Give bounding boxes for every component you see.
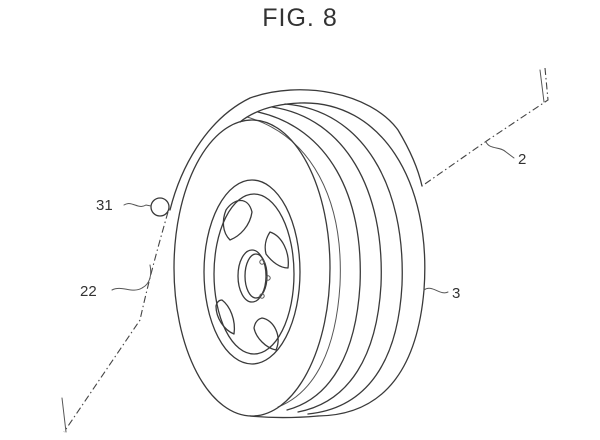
label-31: 31	[96, 197, 113, 214]
sensor-31	[150, 197, 170, 217]
wheel-rim	[203, 179, 301, 365]
label-22: 22	[80, 283, 97, 300]
label-3: 3	[452, 285, 460, 302]
tire	[173, 102, 426, 419]
fender-arch	[169, 89, 423, 211]
label-2: 2	[518, 151, 526, 168]
figure-title: FIG. 8	[262, 4, 338, 32]
vehicle-body	[61, 67, 549, 433]
reference-labels: 31 22 2 3	[80, 141, 526, 302]
